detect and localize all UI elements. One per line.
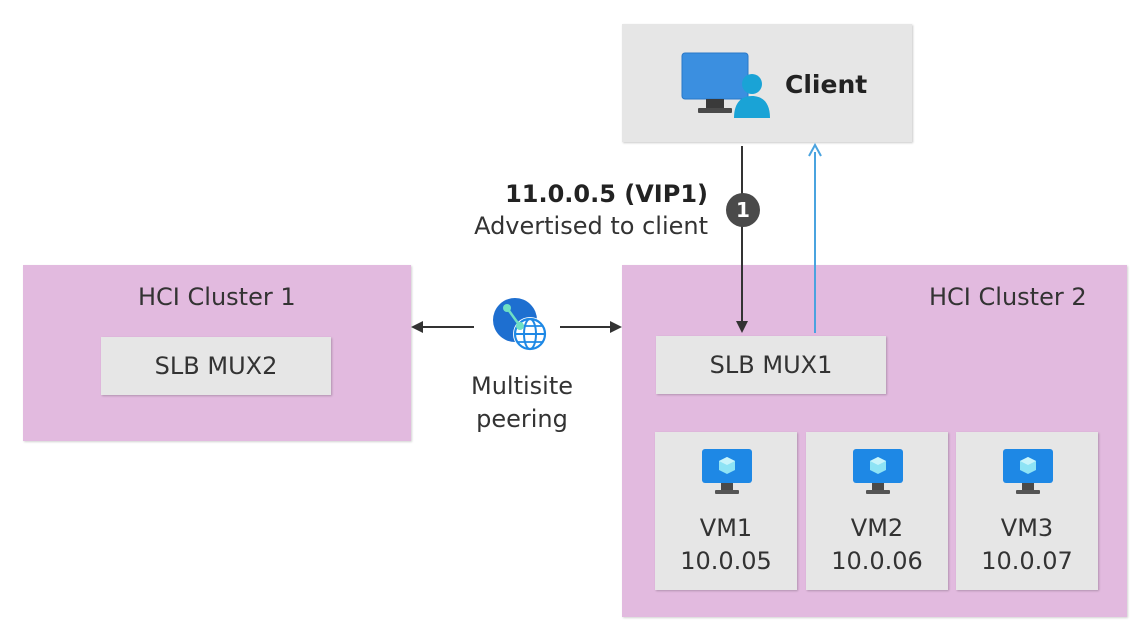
cluster-1-title: HCI Cluster 1 — [138, 283, 296, 311]
vm-monitor-icon — [1003, 449, 1053, 494]
peering-label-line1: Multisite — [470, 372, 573, 400]
vip-advertised-note: Advertised to client — [474, 212, 708, 240]
peering-right-arrowhead — [610, 321, 622, 333]
slb-mux1-box: SLB MUX1 — [656, 336, 886, 394]
hci-cluster-1: HCI Cluster 1 SLB MUX2 — [23, 265, 411, 441]
peering-label-line2: peering — [476, 405, 568, 433]
globe-network-icon — [493, 298, 547, 351]
vm-name: VM2 — [850, 514, 904, 542]
vm-ip: 10.0.07 — [981, 547, 1073, 575]
vm-ip: 10.0.06 — [831, 547, 923, 575]
hci-cluster-2: HCI Cluster 2 SLB MUX1 VM1 10.0.05 VM2 1… — [622, 265, 1127, 617]
vm-ip: 10.0.05 — [680, 547, 772, 575]
desktop-user-icon — [681, 52, 770, 118]
vm3-box: VM3 10.0.07 — [956, 432, 1098, 590]
slb-mux2-box: SLB MUX2 — [101, 337, 331, 395]
cluster-2-title: HCI Cluster 2 — [929, 283, 1087, 311]
step-1-badge: 1 — [726, 193, 760, 227]
peering-left-arrowhead — [411, 321, 423, 333]
vm1-box: VM1 10.0.05 — [655, 432, 797, 590]
vm-name: VM3 — [1000, 514, 1054, 542]
client-label: Client — [785, 70, 868, 99]
vm2-box: VM2 10.0.06 — [806, 432, 948, 590]
peering-label: Multisite peering — [452, 370, 592, 436]
vm-monitor-icon — [853, 449, 903, 494]
vip-address: 11.0.0.5 (VIP1) — [505, 180, 708, 208]
vm-name: VM1 — [699, 514, 753, 542]
client-to-mux-arrowhead — [736, 321, 748, 333]
client-box: Client — [622, 24, 912, 142]
mux-to-client-arrowhead — [808, 142, 822, 157]
vm-monitor-icon — [702, 449, 752, 494]
